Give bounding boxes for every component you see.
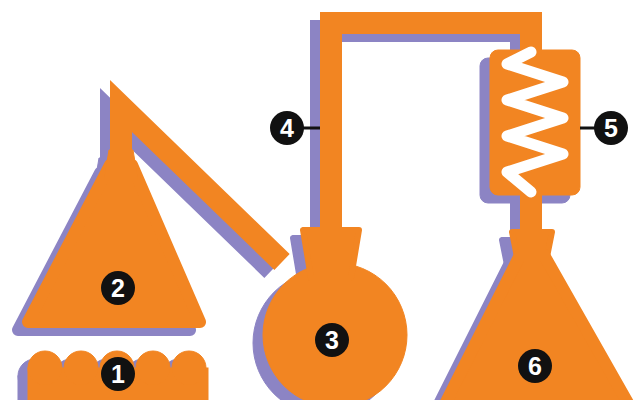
callout-number: 5 bbox=[594, 111, 628, 145]
callout-number: 3 bbox=[315, 323, 349, 357]
callout-number: 2 bbox=[101, 271, 135, 305]
callout-number: 4 bbox=[270, 111, 304, 145]
leader-line bbox=[580, 127, 595, 130]
apparatus bbox=[28, 23, 632, 400]
condenser-coil bbox=[507, 52, 563, 192]
callout-number: 1 bbox=[101, 357, 135, 391]
callout-number: 6 bbox=[518, 349, 552, 383]
leader-line bbox=[303, 127, 320, 130]
